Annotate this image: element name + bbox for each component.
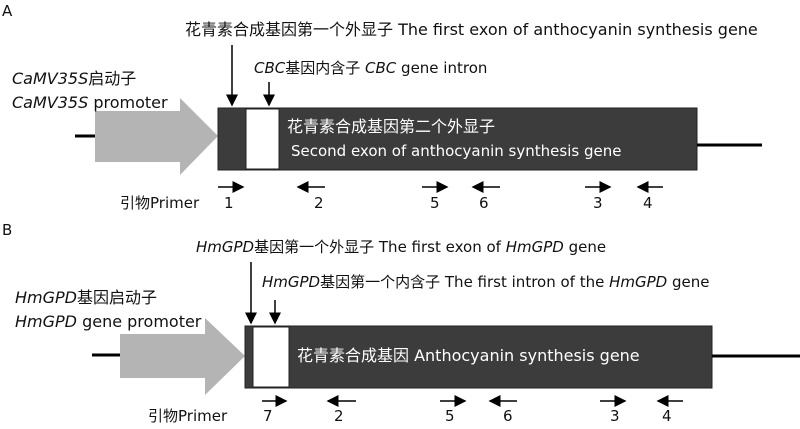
intron-gene-name-2: CBC	[365, 59, 397, 77]
primer-label-a: 引物Primer	[120, 194, 200, 212]
intron-gene-name: CBC	[254, 59, 286, 77]
promoter-en-text: promoter	[88, 93, 168, 112]
promoter-arrow-a	[95, 98, 218, 175]
primer-label-b: 引物Primer	[148, 407, 228, 425]
exon1-label-b: HmGPD基因第一个外显子 The first exon of HmGPD ge…	[196, 238, 606, 256]
intron-block-b	[252, 326, 290, 388]
primer-number: 1	[224, 194, 234, 212]
intron-text-end: gene intron	[396, 59, 488, 77]
exon1-text: 基因第一个外显子 The first exon of	[254, 238, 506, 256]
promoter-cn-b: HmGPD基因启动子	[15, 289, 157, 307]
primer-number: 5	[445, 407, 455, 425]
intron-text-end: gene	[667, 273, 710, 291]
exon2-cn-a: 花青素合成基因第二个外显子	[287, 117, 496, 136]
promoter-arrow-b	[120, 318, 245, 395]
exon1-label-a: 花青素合成基因第一个外显子 The first exon of anthocya…	[185, 20, 758, 39]
exon2-en-a: Second exon of anthocyanin synthesis gen…	[291, 142, 622, 160]
promoter-cn-a: CaMV35S启动子	[12, 70, 136, 88]
primer-number: 4	[643, 194, 653, 212]
primer-number: 7	[263, 407, 273, 425]
promoter-en-b: HmGPD gene promoter	[15, 313, 201, 331]
primer-number: 5	[430, 194, 440, 212]
panel-label-a: A	[2, 2, 13, 20]
primer-number: 2	[334, 407, 344, 425]
promoter-name: HmGPD	[15, 288, 77, 307]
panel-label-b: B	[2, 221, 13, 239]
promoter-en-text: gene promoter	[76, 312, 202, 331]
gene-name: HmGPD	[196, 238, 255, 256]
exon-block-a	[217, 107, 698, 171]
promoter-en-a: CaMV35S promoter	[12, 94, 168, 112]
intron-text: 基因第一个内含子 The first intron of the	[320, 273, 610, 291]
intron-label-a: CBC基因内含子 CBC gene intron	[254, 59, 487, 77]
primer-number: 2	[314, 194, 324, 212]
exon1-text-end: gene	[563, 238, 607, 256]
promoter-cn-text: 基因启动子	[76, 288, 157, 307]
gene-label-b: 花青素合成基因 Anthocyanin synthesis gene	[297, 346, 640, 365]
gene-name: HmGPD	[262, 273, 321, 291]
promoter-name-2: CaMV35S	[12, 93, 89, 112]
intron-label-b: HmGPD基因第一个内含子 The first intron of the Hm…	[262, 273, 710, 291]
exon-block-b	[244, 325, 713, 389]
intron-block-a	[245, 108, 280, 170]
primer-number: 4	[662, 407, 672, 425]
primer-number: 6	[503, 407, 513, 425]
intron-text: 基因内含子	[285, 59, 366, 77]
promoter-name: CaMV35S	[12, 69, 89, 88]
primer-number: 6	[479, 194, 489, 212]
promoter-cn-text: 启动子	[88, 69, 137, 88]
promoter-name-2: HmGPD	[15, 312, 77, 331]
gene-name-2: HmGPD	[609, 273, 668, 291]
primer-number: 3	[610, 407, 620, 425]
primer-number: 3	[593, 194, 603, 212]
gene-name-2: HmGPD	[505, 238, 564, 256]
